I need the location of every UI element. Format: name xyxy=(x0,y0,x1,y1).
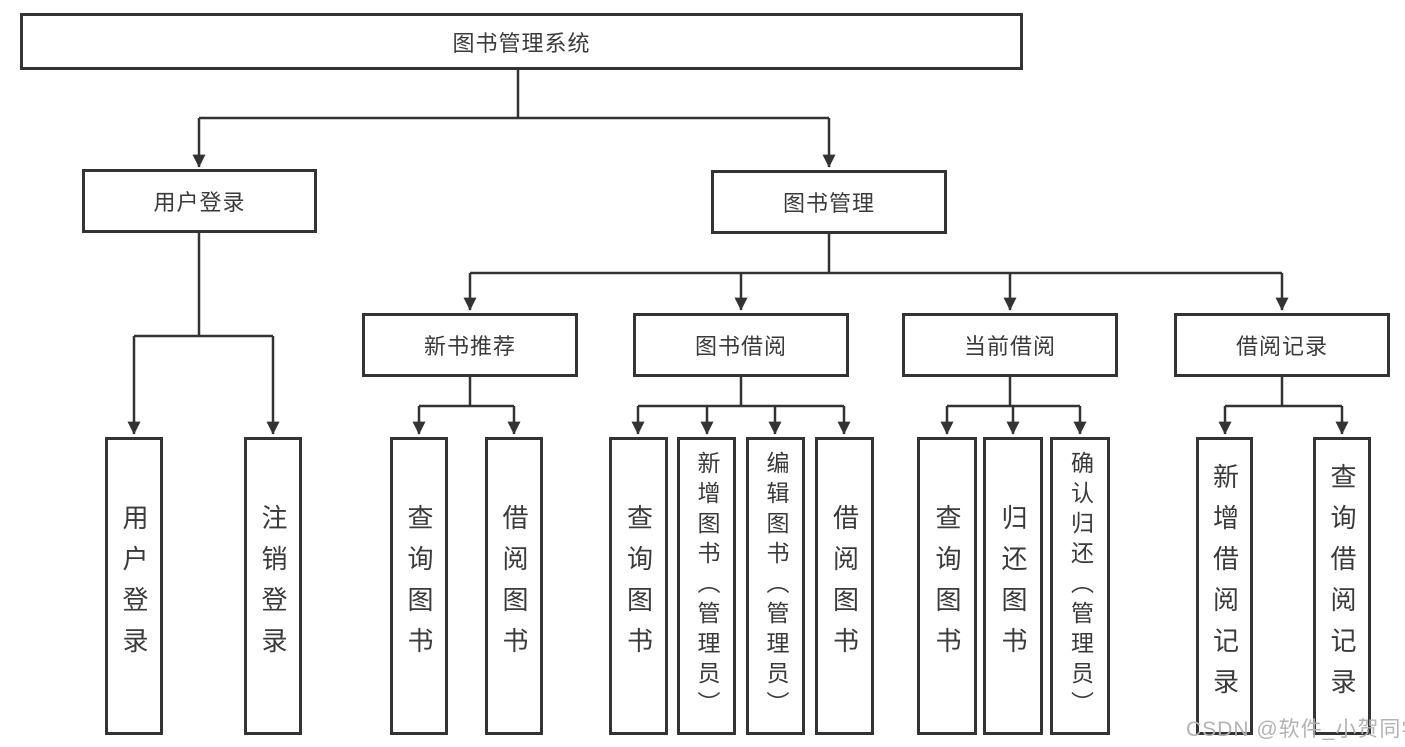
leaf-edit-book: 编辑图书（管理员） xyxy=(746,437,805,735)
node-root-label: 图书管理系统 xyxy=(452,30,591,56)
leaf-add-record-label: 新增借阅记录 xyxy=(1209,463,1240,709)
leaf-query-book-1: 查询图书 xyxy=(390,437,448,735)
node-book-mgmt-label: 图书管理 xyxy=(782,191,875,216)
leaf-logout: 注销登录 xyxy=(244,437,302,735)
leaf-borrow-book-1: 借阅图书 xyxy=(485,437,543,735)
node-borrow-records: 借阅记录 xyxy=(1174,313,1390,377)
leaf-borrow-book-2: 借阅图书 xyxy=(815,437,874,735)
node-book-borrow: 图书借阅 xyxy=(633,313,849,377)
leaf-borrow-book-1-label: 借阅图书 xyxy=(499,504,529,668)
node-current-borrow: 当前借阅 xyxy=(902,313,1118,377)
csdn-watermark: CSDN @软件_小贺同学 xyxy=(1186,718,1405,741)
leaf-user-login-label: 用户登录 xyxy=(119,504,149,668)
leaf-query-record-label: 查询借阅记录 xyxy=(1327,463,1357,709)
leaf-query-book-3-label: 查询图书 xyxy=(932,504,962,668)
leaf-return-book: 归还图书 xyxy=(983,437,1043,735)
leaf-query-book-1-label: 查询图书 xyxy=(404,504,434,668)
leaf-confirm-return: 确认归还（管理员） xyxy=(1050,437,1110,735)
leaf-query-book-3: 查询图书 xyxy=(917,437,977,735)
leaf-borrow-book-2-label: 借阅图书 xyxy=(829,504,860,668)
leaf-query-book-2-label: 查询图书 xyxy=(623,504,654,668)
leaf-logout-label: 注销登录 xyxy=(258,504,288,668)
node-user-login: 用户登录 xyxy=(82,169,317,233)
leaf-add-book: 新增图书（管理员） xyxy=(677,437,736,735)
node-user-login-label: 用户登录 xyxy=(153,190,246,215)
leaf-add-book-label: 新增图书（管理员） xyxy=(694,451,720,721)
leaf-user-login: 用户登录 xyxy=(105,437,163,735)
node-book-borrow-label: 图书借阅 xyxy=(694,334,787,359)
leaf-return-book-label: 归还图书 xyxy=(998,504,1028,668)
node-new-book-rec-label: 新书推荐 xyxy=(423,334,516,359)
leaf-query-record: 查询借阅记录 xyxy=(1313,437,1371,735)
node-book-mgmt: 图书管理 xyxy=(711,170,947,234)
leaf-add-record: 新增借阅记录 xyxy=(1196,437,1253,735)
node-root: 图书管理系统 xyxy=(20,13,1023,70)
leaf-query-book-2: 查询图书 xyxy=(609,437,668,735)
leaf-edit-book-label: 编辑图书（管理员） xyxy=(763,451,789,721)
node-current-borrow-label: 当前借阅 xyxy=(963,334,1056,359)
node-new-book-rec: 新书推荐 xyxy=(362,313,578,377)
node-borrow-records-label: 借阅记录 xyxy=(1235,334,1328,359)
leaf-confirm-return-label: 确认归还（管理员） xyxy=(1067,451,1094,721)
